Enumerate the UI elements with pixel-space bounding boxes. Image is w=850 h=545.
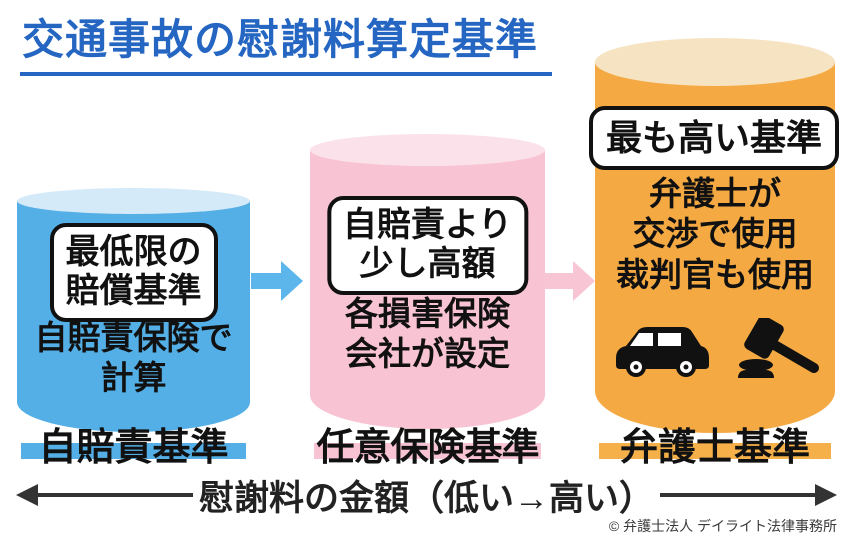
axis-label: 慰謝料の金額（低い→高い） bbox=[199, 478, 655, 518]
page-title: 交通事故の慰謝料算定基準 bbox=[20, 6, 553, 76]
badge-line: 最も高い基準 bbox=[605, 117, 822, 158]
icon-row bbox=[595, 315, 835, 383]
cylinder-jibaiseki: 最低限の 賠償基準 自賠責保険で 計算 bbox=[17, 188, 250, 432]
label-text: 自賠責基準 bbox=[38, 427, 229, 469]
cylinder-description: 弁護士が 交渉で使用 裁判官も使用 bbox=[595, 174, 835, 295]
description-line: 自賠責保険で bbox=[34, 319, 233, 356]
badge-line: 賠償基準 bbox=[65, 272, 202, 311]
badge-line: 少し高額 bbox=[359, 245, 496, 284]
badge-line: 最低限の bbox=[65, 233, 202, 271]
label-highlight-bar bbox=[21, 443, 246, 459]
axis-line-left bbox=[38, 493, 193, 497]
amount-axis: 慰謝料の金額（低い→高い） bbox=[16, 472, 838, 518]
label-highlight-bar bbox=[599, 443, 831, 459]
description-line: 各損害保険 bbox=[345, 295, 510, 332]
label-highlight-bar bbox=[314, 443, 541, 459]
flow-arrow-pink bbox=[543, 259, 595, 303]
cylinder-bengoshi: 最も高い基準 弁護士が 交渉で使用 裁判官も使用 bbox=[589, 38, 839, 433]
gavel-icon bbox=[726, 315, 822, 383]
flow-arrow-blue bbox=[251, 259, 303, 303]
badge-highest-standard: 最も高い基準 bbox=[589, 106, 839, 170]
label-text: 弁護士基準 bbox=[619, 427, 810, 469]
badge-minimum-standard: 最低限の 賠償基準 bbox=[49, 223, 218, 322]
cylinder-top-ellipse bbox=[17, 188, 250, 214]
car-icon bbox=[608, 322, 710, 383]
cylinder-nini-hoken: 自賠責より 少し高額 各損害保険 会社が設定 bbox=[310, 134, 545, 429]
description-line: 弁護士が bbox=[649, 175, 781, 212]
cylinder-top-ellipse bbox=[595, 38, 835, 86]
description-line: 会社が設定 bbox=[345, 335, 510, 373]
description-line: 計算 bbox=[100, 359, 167, 397]
label-nini-hoken-kijun: 任意保険基準 bbox=[310, 416, 545, 469]
cylinder-top-ellipse bbox=[310, 134, 545, 166]
cylinder-description: 自賠責保険で 計算 bbox=[17, 318, 250, 399]
cylinder-description: 各損害保険 会社が設定 bbox=[310, 294, 545, 375]
badge-line: 自賠責より bbox=[342, 206, 513, 244]
badge-slightly-higher: 自賠責より 少し高額 bbox=[326, 196, 529, 295]
description-line: 裁判官も使用 bbox=[616, 255, 814, 293]
axis-line-right bbox=[660, 493, 816, 497]
copyright-notice: © 弁護士法人 デイライト法律事務所 bbox=[608, 518, 837, 534]
label-text: 任意保険基準 bbox=[316, 427, 539, 469]
label-bengoshi-kijun: 弁護士基準 bbox=[595, 416, 835, 469]
arrowhead-right-icon bbox=[815, 484, 838, 506]
description-line: 交渉で使用 bbox=[632, 215, 798, 253]
arrowhead-left-icon bbox=[16, 484, 38, 506]
label-jibaiseki-kijun: 自賠責基準 bbox=[17, 416, 250, 469]
